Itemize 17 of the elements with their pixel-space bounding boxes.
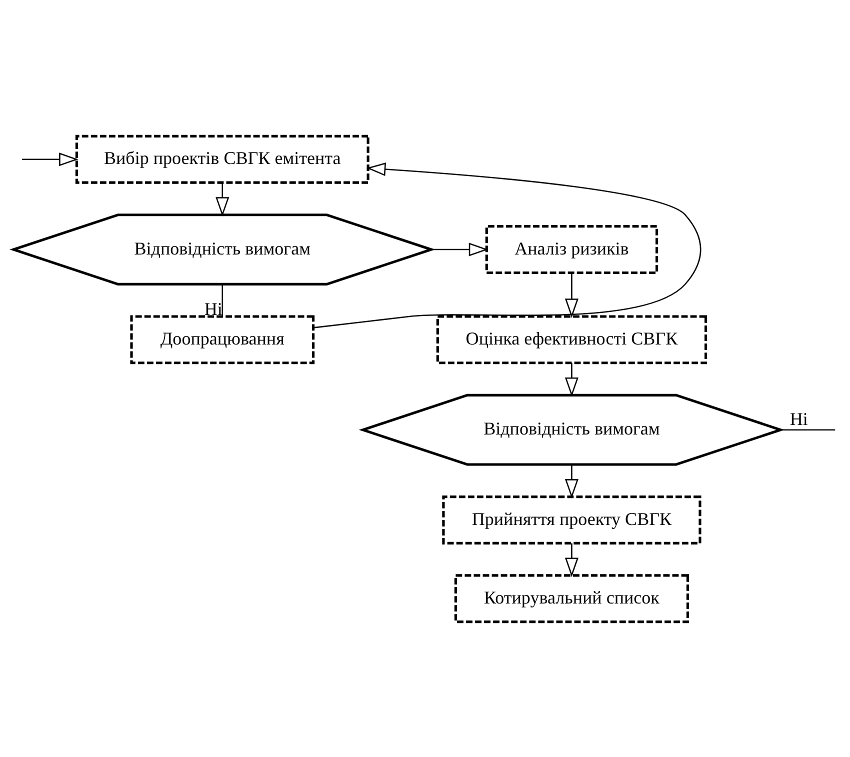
arrow — [564, 362, 578, 396]
node-box: Прийняття проекту СВГК — [442, 495, 702, 544]
node-box: Оцінка ефективності СВГК — [436, 314, 708, 364]
node-box: Котирувальний список — [454, 574, 690, 623]
node-box: Доопрацювання — [130, 314, 315, 364]
connector — [222, 284, 224, 316]
connector — [780, 428, 836, 430]
arrow — [432, 242, 488, 256]
arrow — [564, 272, 578, 318]
node-box: Вибір проектів СВГК емітента — [75, 134, 370, 184]
arrow — [564, 464, 578, 498]
arrow — [216, 182, 230, 216]
edge-label: Ні — [790, 408, 808, 428]
node-box: Аналіз ризиків — [485, 224, 658, 274]
arrow — [314, 162, 702, 328]
arrow — [22, 152, 78, 166]
arrow — [564, 542, 578, 577]
